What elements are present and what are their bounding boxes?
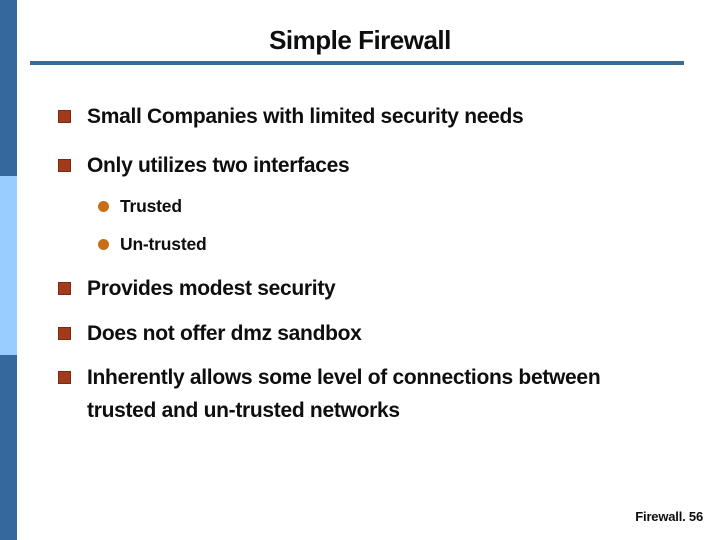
slide-title: Simple Firewall — [269, 25, 451, 55]
bullet-text: Trusted — [120, 196, 182, 216]
bullet-item: Small Companies with limited security ne… — [58, 100, 524, 133]
square-bullet-icon — [58, 110, 71, 123]
bullet-text: Only utilizes two interfaces — [87, 154, 350, 177]
bullet-item: Does not offer dmz sandbox — [58, 317, 362, 350]
slide-footer-page-label: Firewall. 56 — [635, 509, 703, 524]
square-bullet-icon — [58, 282, 71, 295]
circle-bullet-icon — [98, 239, 109, 250]
square-bullet-icon — [58, 159, 71, 172]
bullet-item: Provides modest security — [58, 272, 336, 305]
bullet-text: Small Companies with limited security ne… — [87, 105, 524, 128]
bullet-text: Provides modest security — [87, 277, 336, 300]
bullet-text: Un-trusted — [120, 234, 207, 254]
sub-bullet-item: Un-trusted — [98, 233, 207, 255]
left-accent-bar-bottom — [0, 355, 17, 540]
bullet-text: Inherently allows some level of connecti… — [87, 366, 601, 422]
left-accent-bar-middle — [0, 176, 17, 355]
bullet-item: Only utilizes two interfaces — [58, 149, 350, 182]
sub-bullet-item: Trusted — [98, 195, 182, 217]
title-underline — [30, 61, 684, 65]
bullet-item: Inherently allows some level of connecti… — [58, 361, 639, 427]
square-bullet-icon — [58, 327, 71, 340]
square-bullet-icon — [58, 371, 71, 384]
circle-bullet-icon — [98, 201, 109, 212]
bullet-text: Does not offer dmz sandbox — [87, 322, 362, 345]
left-accent-bar-top — [0, 0, 17, 176]
